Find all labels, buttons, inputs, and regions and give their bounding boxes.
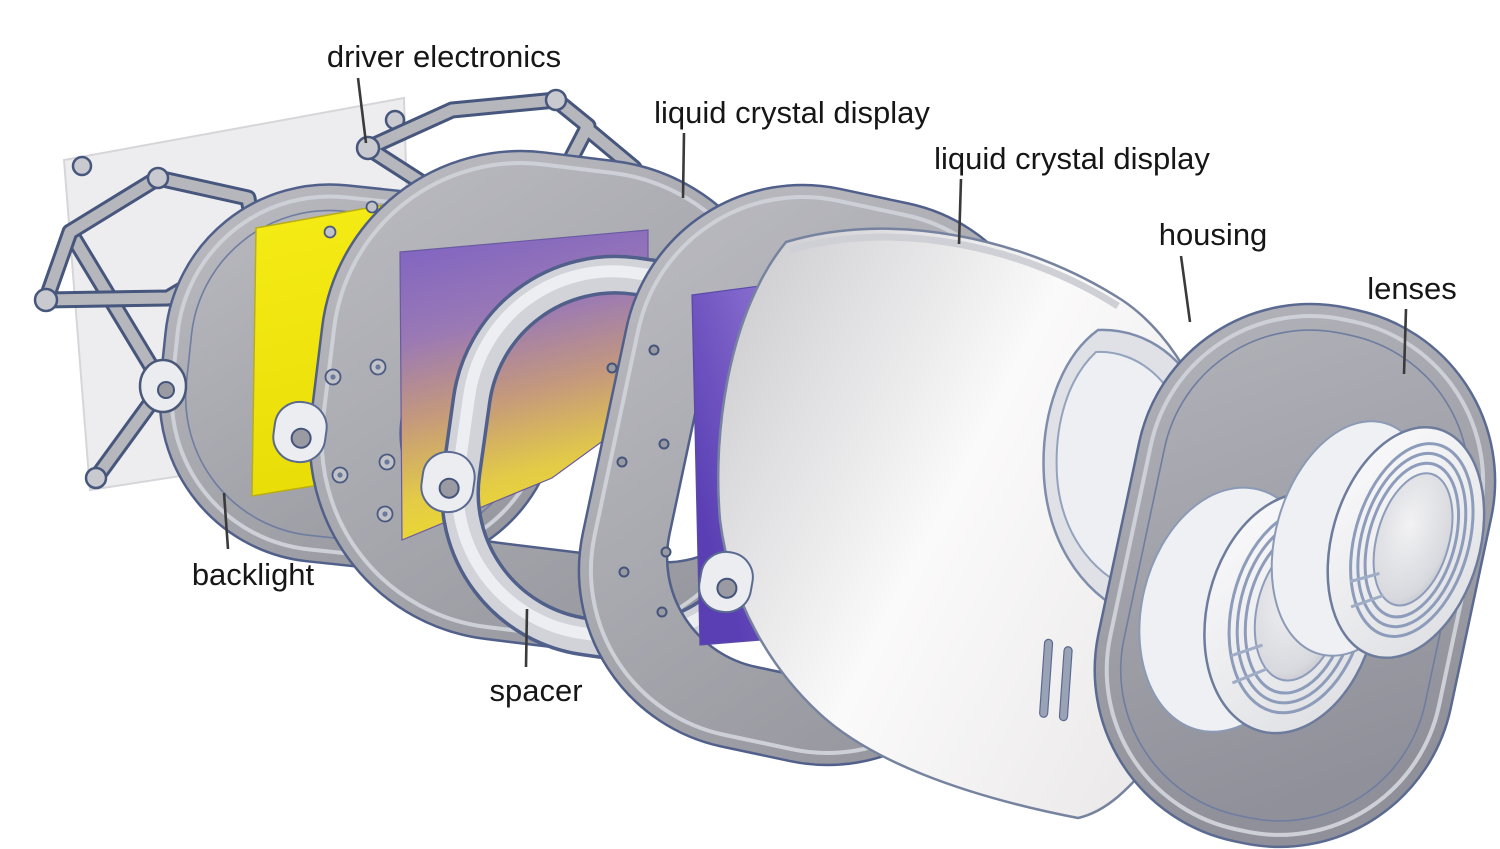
bracket-joint-cap bbox=[544, 88, 568, 112]
bracket-joint-cap bbox=[146, 166, 170, 190]
hinge-tab bbox=[698, 550, 754, 614]
leader-driver-electronics bbox=[356, 77, 368, 144]
leader-backlight bbox=[222, 492, 230, 550]
hinge-cylinder bbox=[138, 358, 188, 414]
leader-lcd-top bbox=[681, 132, 686, 199]
leader-housing bbox=[1179, 255, 1192, 323]
leader-spacer bbox=[524, 608, 529, 668]
backplate-corner-cap bbox=[71, 155, 93, 177]
leader-lcd-front bbox=[957, 178, 963, 245]
labels: driver electronics liquid crystal displa… bbox=[192, 39, 1457, 708]
label-spacer: spacer bbox=[489, 673, 582, 708]
bracket-joint-cap bbox=[355, 135, 381, 161]
label-housing: housing bbox=[1159, 217, 1268, 252]
label-driver-electronics: driver electronics bbox=[327, 39, 561, 74]
hinge-tab bbox=[272, 400, 328, 464]
leader-lines bbox=[222, 77, 1408, 668]
label-backlight: backlight bbox=[192, 557, 315, 592]
bracket-joint-cap bbox=[84, 466, 108, 490]
lcd1-screws bbox=[323, 200, 396, 523]
label-lcd-top: liquid crystal display bbox=[654, 95, 930, 130]
label-lcd-front: liquid crystal display bbox=[934, 141, 1210, 176]
vent-slits bbox=[1039, 638, 1073, 722]
bracket-joint-cap bbox=[33, 287, 59, 313]
leader-lenses bbox=[1402, 308, 1408, 375]
label-lenses: lenses bbox=[1367, 271, 1457, 306]
hinge-tab bbox=[420, 450, 476, 514]
lens-barrel-right bbox=[1270, 420, 1486, 660]
